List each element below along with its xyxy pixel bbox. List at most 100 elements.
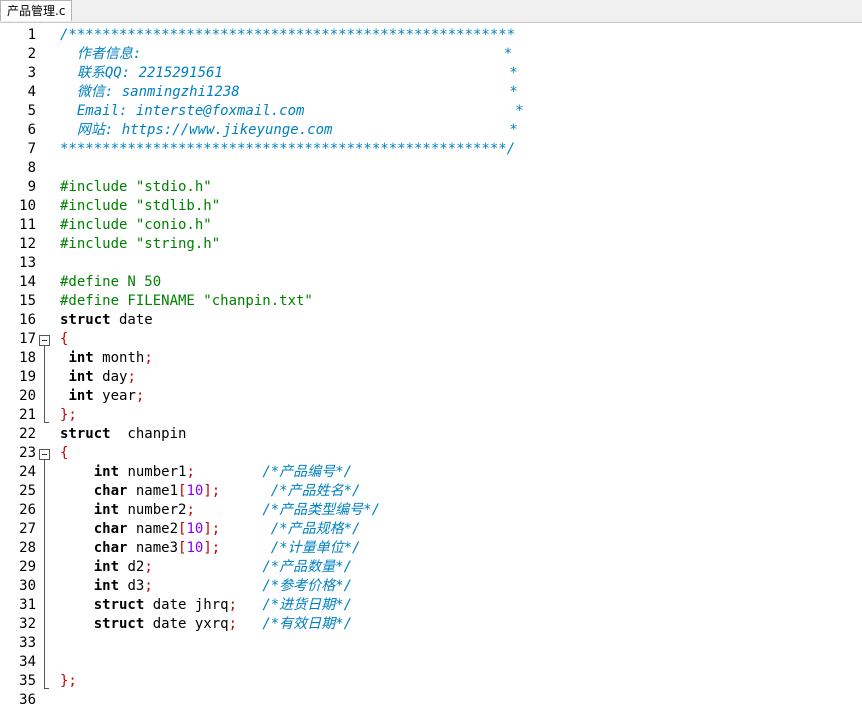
code-line: int d3; /*参考价格*/ xyxy=(60,577,352,596)
code-token: name3 xyxy=(127,540,179,556)
code-line: char name3[10]; /*计量单位*/ xyxy=(60,539,361,558)
code-token: #define FILENAME "chanpin.txt" xyxy=(60,293,313,309)
code-line: ****************************************… xyxy=(60,140,515,159)
code-area[interactable]: /***************************************… xyxy=(60,26,860,714)
code-line: struct date jhrq; /*进货日期*/ xyxy=(60,596,352,615)
code-line: #define FILENAME "chanpin.txt" xyxy=(60,292,313,311)
code-line: 微信: sanmingzhi1238 * xyxy=(60,83,518,102)
code-line: #include "string.h" xyxy=(60,235,220,254)
code-token xyxy=(153,559,263,575)
code-token: /*产品编号*/ xyxy=(262,464,353,480)
code-line: }; xyxy=(60,672,77,691)
code-token xyxy=(60,616,94,632)
line-number: 27 xyxy=(19,521,36,537)
code-token: d3 xyxy=(119,578,145,594)
code-token: int xyxy=(68,369,94,385)
line-number: 25 xyxy=(19,483,36,499)
line-number: 11 xyxy=(19,217,36,233)
code-token: struct xyxy=(93,597,145,613)
code-token: ; xyxy=(144,578,153,594)
code-token: int xyxy=(93,502,120,518)
code-line: int number2; /*产品类型编号*/ xyxy=(60,501,380,520)
code-token: { xyxy=(60,331,69,347)
code-line: 联系QQ: 2215291561 * xyxy=(60,64,518,83)
code-line: struct chanpin xyxy=(60,425,186,444)
line-number: 15 xyxy=(19,293,36,309)
code-token: /***************************************… xyxy=(60,27,516,43)
line-number: 21 xyxy=(19,407,36,423)
code-line: 作者信息: * xyxy=(60,45,512,64)
code-token: ; xyxy=(186,502,195,518)
code-token: /*有效日期*/ xyxy=(262,616,353,632)
code-token: name1 xyxy=(127,483,179,499)
code-line: #include "conio.h" xyxy=(60,216,212,235)
code-token xyxy=(195,464,262,480)
tab-file-chanpin[interactable]: 产品管理.c xyxy=(0,0,73,21)
code-token: /*产品数量*/ xyxy=(262,559,353,575)
code-line: #include "stdlib.h" xyxy=(60,197,220,216)
line-number: 7 xyxy=(27,141,36,157)
code-line: int year; xyxy=(60,387,144,406)
code-line: char name2[10]; /*产品规格*/ xyxy=(60,520,361,539)
code-token: year xyxy=(93,388,136,404)
code-token: int xyxy=(68,350,94,366)
fold-end-marker xyxy=(44,688,49,689)
code-token: struct xyxy=(60,426,111,442)
code-line: #define N 50 xyxy=(60,273,161,292)
line-number: 13 xyxy=(19,255,36,271)
code-token xyxy=(237,597,262,613)
code-token: date xyxy=(110,312,153,328)
code-token: [ xyxy=(178,540,187,556)
code-line: { xyxy=(60,330,68,349)
line-number: 35 xyxy=(19,673,36,689)
fold-guide-line xyxy=(44,346,45,422)
code-token: /*产品规格*/ xyxy=(270,521,361,537)
code-token: name2 xyxy=(127,521,179,537)
code-token: 10 xyxy=(186,521,204,537)
code-token: Email: interste@foxmail.com * xyxy=(60,103,524,119)
code-line: }; xyxy=(60,406,77,425)
code-token: [ xyxy=(178,483,187,499)
code-token: int xyxy=(68,388,94,404)
code-token: ]; xyxy=(203,540,221,556)
line-number: 2 xyxy=(27,46,36,62)
code-token: #include "stdlib.h" xyxy=(60,198,221,214)
fold-collapse-icon[interactable] xyxy=(39,335,50,346)
code-token xyxy=(220,521,271,537)
code-token: char xyxy=(93,521,128,537)
tab-bar: 产品管理.c xyxy=(0,0,862,23)
code-token: struct xyxy=(60,312,111,328)
code-token: 作者信息: * xyxy=(60,46,513,62)
code-token: /*产品姓名*/ xyxy=(270,483,361,499)
code-token: 10 xyxy=(186,483,204,499)
code-token xyxy=(220,483,271,499)
line-number: 36 xyxy=(19,692,36,708)
code-token: ; xyxy=(144,559,153,575)
line-number: 16 xyxy=(19,312,36,328)
line-number: 32 xyxy=(19,616,36,632)
code-token: day xyxy=(93,369,128,385)
code-token: int xyxy=(93,578,120,594)
code-token xyxy=(60,597,94,613)
fold-margin xyxy=(38,26,58,714)
code-token: { xyxy=(60,445,69,461)
code-line: struct date yxrq; /*有效日期*/ xyxy=(60,615,352,634)
code-token: number2 xyxy=(119,502,187,518)
code-token: date yxrq xyxy=(144,616,229,632)
fold-collapse-icon[interactable] xyxy=(39,449,50,460)
line-number: 5 xyxy=(27,103,36,119)
line-number: 28 xyxy=(19,540,36,556)
code-line: 网站: https://www.jikeyunge.com * xyxy=(60,121,518,140)
code-token: ; xyxy=(228,616,238,632)
code-token xyxy=(237,616,262,632)
line-number: 33 xyxy=(19,635,36,651)
code-token: /*参考价格*/ xyxy=(262,578,353,594)
code-line: int day; xyxy=(60,368,135,387)
line-number: 6 xyxy=(27,122,36,138)
code-token: number1 xyxy=(119,464,187,480)
line-number: 24 xyxy=(19,464,36,480)
code-line: struct date xyxy=(60,311,153,330)
line-number: 34 xyxy=(19,654,36,670)
